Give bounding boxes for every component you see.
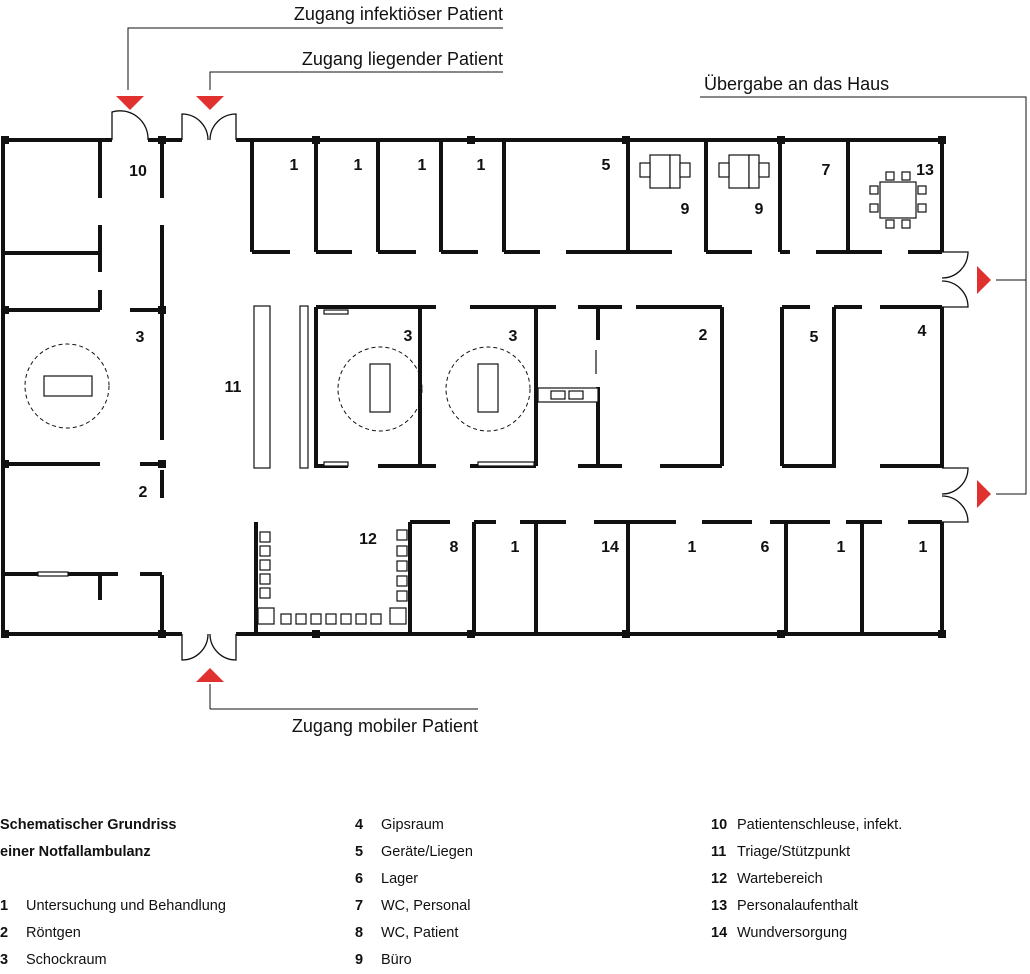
arrow-infectious-entry [116, 96, 144, 110]
legend-title: Schematischer Grundriss [0, 817, 177, 833]
room-number: 5 [810, 329, 819, 346]
room-number: 1 [290, 157, 299, 174]
left-wing-walls [3, 140, 164, 634]
room-number: 1 [688, 539, 697, 556]
room-number: 12 [359, 531, 377, 548]
room-number: 1 [477, 157, 486, 174]
room-number: 1 [418, 157, 427, 174]
room-number: 7 [822, 162, 831, 179]
room-number: 3 [136, 329, 145, 346]
floor-plan: Zugang infektiöser Patient Zugang liegen… [1, 4, 1027, 736]
room-number: 1 [354, 157, 363, 174]
room-number: 1 [919, 539, 928, 556]
label-lying-access: Zugang liegender Patient [302, 49, 503, 69]
room-number: 10 [129, 163, 147, 180]
room-number: 5 [602, 157, 611, 174]
room-number: 4 [918, 323, 927, 340]
room-number: 6 [761, 539, 770, 556]
arrow-handover-lower [977, 480, 991, 508]
bottom-row-walls [254, 520, 942, 634]
room-number: 3 [509, 328, 518, 345]
doors [111, 110, 969, 661]
label-handover: Übergabe an das Haus [704, 74, 889, 94]
room-number: 9 [681, 201, 690, 218]
room-number: 9 [755, 201, 764, 218]
room-number: 3 [404, 328, 413, 345]
label-infectious-access: Zugang infektiöser Patient [294, 4, 503, 24]
room-number: 2 [699, 327, 708, 344]
room-number: 14 [601, 539, 619, 556]
access-markers [116, 27, 1027, 710]
middle-block-walls [253, 305, 942, 469]
top-row-walls [250, 140, 942, 254]
room-number: 2 [139, 484, 148, 501]
arrow-handover-upper [977, 266, 991, 294]
room-number: 11 [225, 379, 242, 396]
label-mobile-access: Zugang mobiler Patient [292, 716, 478, 736]
room-number: 13 [916, 162, 934, 179]
room-number: 1 [837, 539, 846, 556]
legend: Schematischer Grundriss einer Notfallamb… [0, 812, 1030, 972]
arrow-mobile-entry [196, 668, 224, 682]
room-number: 1 [511, 539, 520, 556]
room-number: 8 [450, 539, 459, 556]
arrow-lying-entry [196, 96, 224, 110]
legend-column-1: Schematischer Grundriss einer Notfallamb… [0, 812, 226, 974]
legend-subtitle: einer Notfallambulanz [0, 844, 151, 860]
room-numbers: 10 3 2 11 1 1 1 1 5 9 9 7 13 3 3 2 5 4 1… [129, 157, 934, 556]
